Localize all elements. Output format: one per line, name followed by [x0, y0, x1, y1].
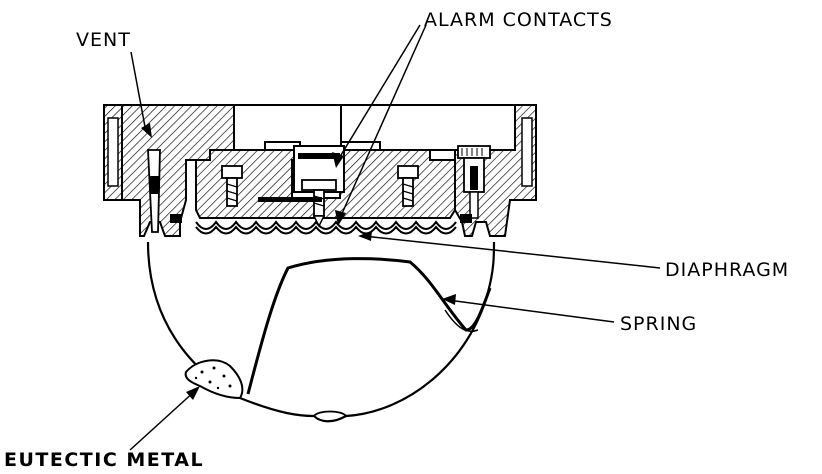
right-screw	[397, 165, 419, 207]
alarm-leader-lower	[339, 24, 427, 219]
label-spring: SPRING	[620, 313, 697, 335]
right-valve	[457, 145, 491, 219]
vent-plug	[150, 176, 159, 194]
left-gasket	[170, 214, 182, 223]
alarm-leader-upper	[337, 24, 421, 161]
alarm-arrowhead-lower	[335, 210, 346, 226]
diaphragm-arrowhead	[358, 231, 372, 241]
top-cavity	[233, 104, 342, 151]
bowl-outline	[146, 241, 496, 423]
diaphragm	[195, 220, 457, 235]
eutectic-arrowhead	[186, 386, 200, 400]
eutectic-leader	[129, 389, 197, 451]
lower-contact-plate	[258, 197, 322, 202]
vent-leader	[130, 51, 147, 133]
spring-arrowhead	[442, 294, 456, 305]
left-flange-slot	[107, 117, 119, 187]
spring-leader	[447, 299, 615, 323]
bowl	[146, 241, 496, 423]
vent-arrowhead	[141, 123, 152, 138]
eutectic-metal-blob	[184, 359, 244, 400]
housing-body	[103, 104, 537, 237]
bowl-bottom-cup	[313, 410, 347, 417]
label-alarm-contacts: ALARM CONTACTS	[424, 9, 613, 31]
right-flange-slot	[521, 117, 533, 187]
diaphragm-leader	[363, 235, 661, 269]
left-screw	[221, 165, 243, 207]
label-diaphragm: DIAPHRAGM	[665, 259, 789, 281]
alarm-arrowhead-upper	[332, 152, 344, 168]
upper-contact-plate	[298, 153, 340, 159]
leader-lines	[129, 24, 661, 451]
spring	[246, 257, 492, 395]
right-gasket	[460, 214, 472, 223]
label-vent: VENT	[76, 29, 131, 51]
label-eutectic-metal: EUTECTIC METAL	[4, 449, 204, 471]
